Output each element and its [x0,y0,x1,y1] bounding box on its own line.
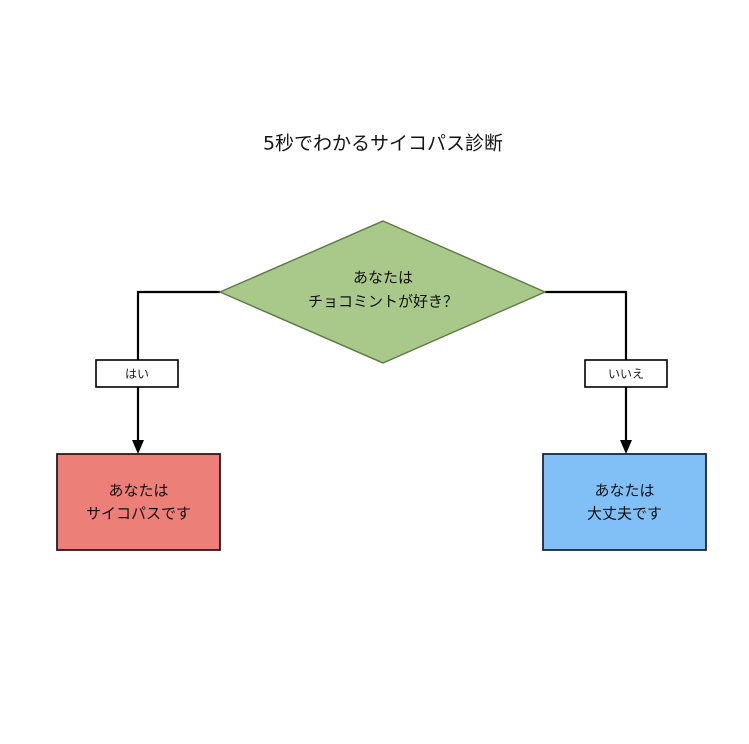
edge-no-connector [545,290,632,454]
outcome-yes-box-shape [56,453,221,551]
question-line-2: チョコミントが好き？ [308,293,458,311]
edge-label-no[interactable]: いいえ [584,359,668,388]
edge-label-no-text: いいえ [608,367,644,381]
outcome-no-line-1: あなたは [594,482,654,500]
node-outcome-no[interactable]: あなたは 大丈夫です [542,453,707,551]
edge-label-yes-box [95,359,179,388]
edge-yes-connector [132,290,220,454]
outcome-yes-line-2: サイコパスです [86,505,191,523]
node-question[interactable]: あなたは チョコミントが好き？ [218,220,547,364]
edge-label-no-box [584,359,668,388]
question-diamond-shape [218,220,547,364]
arrow-head-no [620,440,632,454]
node-outcome-yes[interactable]: あなたは サイコパスです [56,453,221,551]
arrow-head-yes [132,440,144,454]
diagram-title: 5秒でわかるサイコパス診断 [263,133,503,155]
edge-label-yes-text: はい [125,367,149,381]
outcome-no-line-2: 大丈夫です [587,505,662,523]
outcome-yes-line-1: あなたは [108,482,168,500]
outcome-no-box-shape [542,453,707,551]
question-line-1: あなたは [353,269,413,287]
edge-label-yes[interactable]: はい [95,359,179,388]
